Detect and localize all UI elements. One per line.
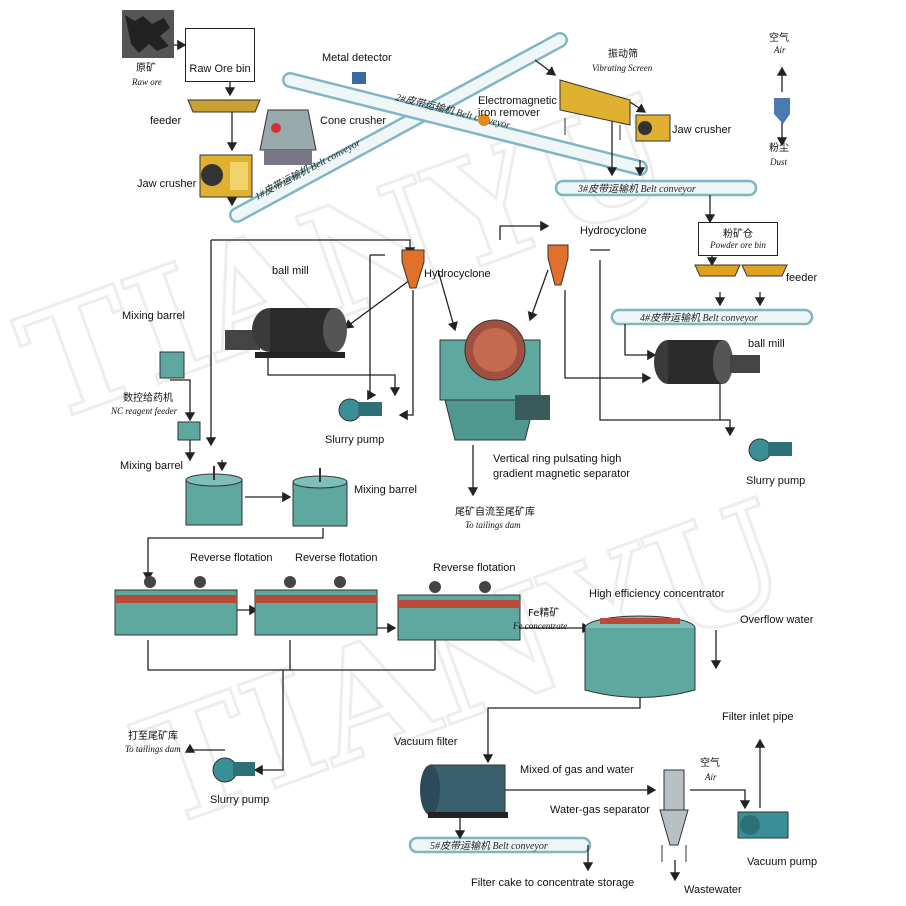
wastewater-label: Wastewater	[684, 884, 742, 896]
raw-ore-bin-label: Raw Ore bin	[189, 63, 251, 75]
concentrator-label: High efficiency concentrator	[589, 588, 725, 600]
thickener	[584, 615, 696, 698]
flotation-cells-1	[114, 576, 238, 636]
to-tailings-label-en: To tailings dam	[125, 744, 181, 754]
feeder-label-2: feeder	[786, 272, 818, 284]
powder-ore-bin-box: 粉矿仓 Powder ore bin	[698, 222, 778, 256]
conveyor-4-belt	[610, 308, 814, 326]
nc-reagent-tank	[159, 351, 201, 441]
conveyor-5-belt	[408, 836, 592, 854]
air-bottom-label-en: Air	[705, 772, 717, 782]
filter-cake-label: Filter cake to concentrate storage	[471, 877, 635, 889]
raw-ore-pile	[122, 10, 174, 58]
conveyor-1-belt	[229, 32, 568, 223]
filter-inlet-pipe-label: Filter inlet pipe	[722, 711, 794, 723]
slurry-pump-label-3: Slurry pump	[210, 794, 270, 806]
jaw-crusher-label-2: Jaw crusher	[672, 124, 732, 136]
hydrocyclone-2	[547, 244, 569, 286]
fe-concentrate-label-en: Fe concentrate	[513, 621, 568, 631]
nc-reagent-label-cn: 数控给药机	[123, 393, 173, 404]
air-top-label-cn: 空气	[769, 33, 789, 44]
magnetic-separator-label: Vertical ring pulsating high gradient ma…	[493, 453, 630, 480]
vibrating-screen-label-en: Vibrating Screen	[592, 63, 653, 73]
iron-remover-label: Electromagnetic iron remover	[478, 95, 557, 119]
mixing-barrel-label-1: Mixing barrel	[122, 310, 185, 322]
feeders-2	[694, 264, 788, 277]
raw-ore-bin-box: Raw Ore bin	[185, 28, 255, 82]
metal-detector-icon	[352, 72, 366, 84]
tailings-label-cn: 尾矿自流至尾矿库	[455, 507, 535, 518]
metal-detector-label: Metal detector	[322, 52, 392, 64]
reverse-flotation-label-3: Reverse flotation	[433, 562, 516, 574]
mixing-barrel-tank-1	[185, 466, 243, 526]
hydrocyclone-label-top: Hydrocyclone	[580, 225, 647, 237]
mixed-gas-water-label: Mixed of gas and water	[520, 764, 634, 776]
vibrating-screen	[559, 79, 631, 140]
overflow-water-label: Overflow water	[740, 614, 814, 626]
dust-label-en: Dust	[770, 157, 788, 167]
conveyor-4-label: 4#皮带运输机 Belt conveyor	[640, 312, 758, 324]
conveyor-2-belt	[282, 72, 648, 176]
conveyor-3-label: 3#皮带运输机 Belt conveyor	[577, 183, 696, 195]
magnetic-separator	[439, 319, 550, 441]
vacuum-filter-drum	[420, 764, 508, 818]
cone-crusher-label: Cone crusher	[320, 115, 387, 127]
reverse-flotation-label-1: Reverse flotation	[190, 552, 273, 564]
vibrating-screen-label-cn: 振动筛	[608, 49, 638, 60]
vacuum-pump-label: Vacuum pump	[747, 856, 818, 868]
slurry-pump-3	[212, 757, 255, 783]
mixing-barrel-tank-2	[292, 468, 348, 527]
raw-ore-label-cn: 原矿	[136, 63, 156, 74]
ball-mill-label-2: ball mill	[748, 338, 785, 350]
dust-label-cn: 粉尘	[769, 143, 789, 154]
vacuum-filter-label: Vacuum filter	[394, 736, 458, 748]
powder-ore-bin-label-en: Powder ore bin	[710, 240, 766, 250]
fe-concentrate-label-cn: Fe精矿	[528, 608, 560, 619]
hydrocyclone-label-left: Hydrocyclone	[424, 268, 491, 280]
ball-mill-2	[654, 340, 760, 384]
mixing-barrel-label-2: Mixing barrel	[120, 460, 183, 472]
feeder-1	[187, 99, 261, 113]
raw-ore-label-en: Raw ore	[132, 77, 162, 87]
tailings-label-en: To tailings dam	[465, 520, 521, 530]
slurry-pump-label-2: Slurry pump	[746, 475, 806, 487]
slurry-pump-label-1: Slurry pump	[325, 434, 385, 446]
dust-collector	[774, 98, 790, 124]
to-tailings-label-cn: 打至尾矿库	[128, 731, 178, 742]
powder-ore-bin-label-cn: 粉矿仓	[723, 229, 753, 240]
nc-reagent-label-en: NC reagent feeder	[111, 406, 178, 416]
ball-mill-1	[225, 308, 347, 358]
slurry-pump-1	[338, 398, 382, 422]
jaw-crusher-label-1: Jaw crusher	[137, 178, 197, 190]
slurry-pump-2	[748, 438, 792, 462]
flotation-cells-2	[254, 576, 378, 636]
jaw-crusher-2	[635, 114, 671, 142]
conveyor-5-label: 5#皮带运输机 Belt conveyor	[430, 840, 548, 852]
reverse-flotation-label-2: Reverse flotation	[295, 552, 378, 564]
vacuum-pump-machine	[737, 811, 789, 839]
water-gas-separator-label: Water-gas separator	[550, 804, 650, 816]
water-gas-separator	[659, 769, 689, 862]
conveyor-3-belt	[554, 179, 758, 197]
air-top-label-en: Air	[774, 45, 786, 55]
ball-mill-label-1: ball mill	[272, 265, 309, 277]
feeder-label-1: feeder	[150, 115, 182, 127]
hydrocyclone-1	[401, 249, 425, 289]
iron-remover-icon	[478, 114, 490, 126]
flow-arrows	[142, 39, 788, 882]
jaw-crusher-1	[199, 154, 253, 198]
flotation-cells-3	[397, 581, 521, 641]
cone-crusher	[259, 109, 317, 165]
air-bottom-label-cn: 空气	[700, 758, 720, 769]
mixing-barrel-label-3: Mixing barrel	[354, 484, 417, 496]
